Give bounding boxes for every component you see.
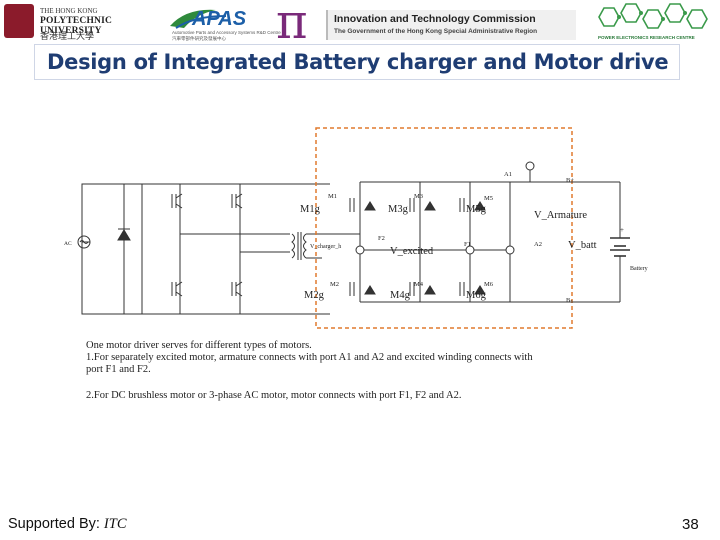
supported-by-label: Supported By: [8, 516, 104, 532]
label-m5: M5 [484, 195, 493, 202]
itc-pi-logo: π [270, 0, 326, 50]
label-m1g: M1g [300, 204, 321, 215]
label-v-charger: V_charger_h [310, 244, 341, 250]
page-number: 38 [682, 516, 699, 533]
perc-name: POWER ELECTRONICS RESEARCH CENTRE [598, 35, 695, 40]
label-battery-plus: + [620, 226, 624, 234]
title-bar: Design of Integrated Battery charger and… [34, 44, 680, 80]
polyu-name-chinese: 香港理工大學 [40, 31, 95, 41]
description-line-3: port F1 and F2. [86, 364, 151, 375]
port-f1-icon [465, 245, 475, 255]
itc-subtitle: The Government of the Hong Kong Special … [334, 28, 538, 35]
label-v-excited: V_excited [390, 246, 434, 257]
label-m5g: M5g [466, 204, 487, 215]
label-a2: A2 [534, 241, 542, 248]
label-f1: F1 [464, 241, 471, 248]
port-f2-icon [355, 245, 365, 255]
footer-supported-by: Supported By: ITC [8, 516, 127, 533]
diagram-description: One motor driver serves for different ty… [86, 340, 626, 402]
slide-title: Design of Integrated Battery charger and… [47, 50, 669, 74]
apas-logo: APAS Automotive Parts and Accessory Syst… [166, 6, 281, 41]
label-a1: A1 [504, 171, 512, 178]
polyu-name-line1: THE HONG KONG [40, 7, 98, 15]
label-v-batt: V_batt [568, 240, 597, 251]
itc-title: Innovation and Technology Commission [334, 13, 536, 25]
slide-header: THE HONG KONG POLYTECHNIC UNIVERSITY 香港理… [0, 0, 720, 80]
label-m2g: M2g [304, 290, 325, 301]
label-b-minus: B- [566, 297, 573, 304]
label-v-armature: V_Armature [534, 210, 587, 221]
motor-driver-dashed-box [315, 127, 573, 329]
label-m6g: M6g [466, 290, 487, 301]
label-m4g: M4g [390, 290, 411, 301]
label-battery: Battery [630, 266, 648, 272]
igbt-switch-icon [171, 193, 243, 297]
apas-wordmark: APAS [192, 8, 247, 30]
description-line-4: 2.For DC brushless motor or 3-phase AC m… [86, 390, 462, 401]
port-a1-icon [525, 161, 535, 171]
label-m3: M3 [414, 193, 423, 200]
transformer-icon [291, 232, 307, 260]
label-m1: M1 [328, 193, 337, 200]
port-a2-icon [505, 245, 515, 255]
circuit-wires [77, 127, 630, 329]
circuit-labels: AC V_charger_h M1 M1g M2 M2g M3 M3g M4 M… [64, 171, 648, 304]
label-m3g: M3g [388, 204, 409, 215]
polyu-seal-icon [4, 4, 34, 38]
apas-swoosh-icon [170, 9, 227, 29]
label-b-plus: B+ [566, 177, 574, 184]
label-ac: AC [64, 241, 72, 247]
label-m4: M4 [414, 281, 424, 288]
perc-logo: POWER ELECTRONICS RESEARCH CENTRE [592, 2, 716, 46]
supported-by-value: ITC [103, 516, 127, 532]
itc-banner: Innovation and Technology Commission The… [326, 10, 576, 40]
polyu-logo: THE HONG KONG POLYTECHNIC UNIVERSITY 香港理… [4, 4, 154, 42]
label-f2: F2 [378, 235, 385, 242]
label-m6: M6 [484, 281, 494, 288]
rectifier-box [81, 183, 143, 315]
circuit-diagram: AC V_charger_h M1 M1g M2 M2g M3 M3g M4 M… [64, 127, 648, 329]
label-m2: M2 [330, 281, 339, 288]
mosfet-diode-icon [364, 201, 486, 295]
description-line-2: 1.For separately excited motor, armature… [86, 352, 533, 363]
description-line-1: One motor driver serves for different ty… [86, 340, 312, 351]
ac-source-icon [77, 235, 91, 249]
apas-subtitle-zh: 汽車零部件研究及發展中心 [172, 36, 226, 41]
polyu-name-line2: POLYTECHNIC UNIVERSITY [40, 16, 113, 36]
rectifier-diode-icon [117, 229, 131, 241]
apas-subtitle-en: Automotive Parts and Accessory Systems R… [172, 30, 281, 35]
pi-symbol-icon: π [276, 0, 308, 50]
hexagon-network-icon [598, 3, 708, 29]
